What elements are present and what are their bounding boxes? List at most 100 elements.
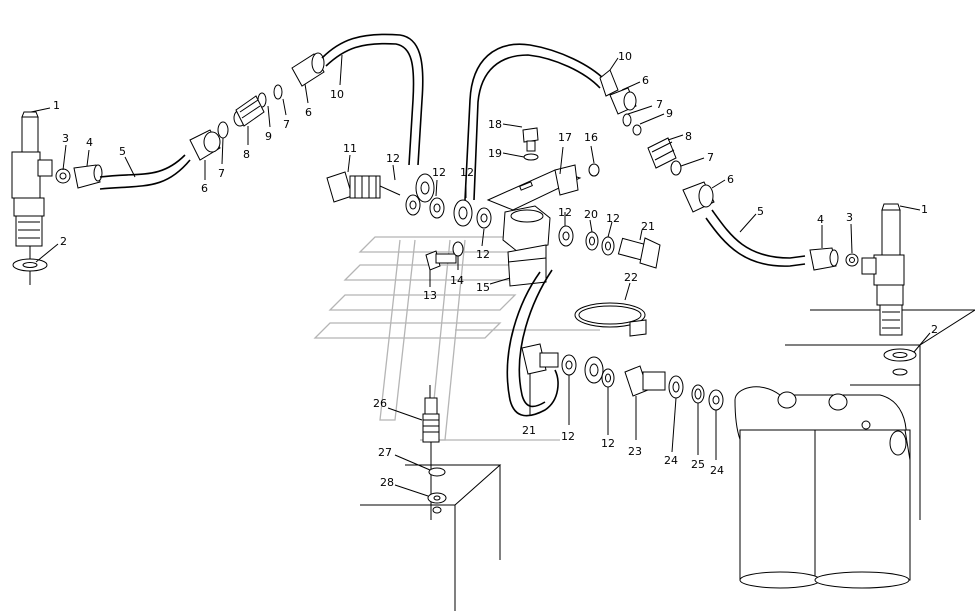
callout-6-right-b: 6 — [727, 173, 734, 186]
callout-11: 11 — [343, 142, 357, 155]
callout-14: 14 — [450, 274, 464, 287]
callout-2-left: 2 — [60, 235, 67, 248]
callout-5-right: 5 — [757, 205, 764, 218]
clamp-22 — [574, 302, 647, 337]
washer-12-right-b — [601, 236, 615, 256]
callout-9-right: 9 — [666, 107, 673, 120]
twin-fuel-filter — [734, 386, 911, 589]
washer-12-bottom-b — [601, 368, 615, 388]
right-union-nut-b — [682, 181, 715, 213]
washer-12-left-b — [429, 197, 445, 219]
callout-21-top: 21 — [641, 220, 655, 233]
callout-24-a: 24 — [664, 454, 678, 467]
callout-12-d: 12 — [476, 248, 490, 261]
callout-28: 28 — [380, 476, 394, 489]
callout-6-right-a: 6 — [642, 74, 649, 87]
callout-12-g: 12 — [561, 430, 575, 443]
washer-24-b — [708, 389, 724, 411]
callouts: 1 2 3 4 5 6 7 8 9 7 6 10 11 12 12 12 13 — [30, 50, 938, 497]
left-injector — [11, 111, 53, 285]
callout-22: 22 — [624, 271, 638, 284]
callout-12-h: 12 — [601, 437, 615, 450]
callout-7-left-b: 7 — [283, 118, 290, 131]
callout-1-right: 1 — [921, 203, 928, 216]
callout-24-b: 24 — [710, 464, 724, 477]
callout-3-right: 3 — [846, 211, 853, 224]
callout-18: 18 — [488, 118, 502, 131]
spacer-25 — [691, 384, 705, 404]
callout-16: 16 — [584, 131, 598, 144]
right-small-washers-a — [622, 113, 642, 136]
right-nut — [809, 247, 839, 271]
adapter-23 — [624, 365, 666, 397]
left-short-pipe — [99, 154, 191, 190]
left-washer — [12, 258, 48, 272]
left-nut — [73, 164, 103, 189]
callout-25: 25 — [691, 458, 705, 471]
callout-9-left: 9 — [265, 130, 272, 143]
callout-12-c: 12 — [460, 166, 474, 179]
washer-24-a — [668, 375, 684, 399]
callout-12-e: 12 — [558, 206, 572, 219]
callout-10-right: 10 — [618, 50, 632, 63]
callout-23: 23 — [628, 445, 642, 458]
fuel-hose — [506, 269, 559, 417]
left-upper-nut — [291, 52, 325, 87]
bolt-13 — [425, 250, 457, 271]
right-union-nut-a — [609, 87, 637, 115]
callout-12-a: 12 — [386, 152, 400, 165]
callout-6-left: 6 — [201, 182, 208, 195]
callout-12-b: 12 — [432, 166, 446, 179]
washer-19 — [523, 153, 539, 161]
callout-21-bottom: 21 — [522, 424, 536, 437]
engine-block-bottom — [360, 464, 502, 611]
left-long-pipe — [321, 33, 424, 166]
left-union-nut — [189, 129, 221, 161]
banjo-bolt-21-top — [617, 237, 661, 269]
callout-4-left: 4 — [86, 136, 93, 149]
filter-head-15 — [502, 205, 551, 287]
callout-13: 13 — [423, 289, 437, 302]
callout-8-right: 8 — [685, 130, 692, 143]
right-nipple — [845, 253, 859, 267]
callout-19: 19 — [488, 147, 502, 160]
callout-1-left: 1 — [53, 99, 60, 112]
right-upper-pipe-end — [599, 69, 619, 97]
left-nipple — [55, 168, 71, 184]
callout-7-left: 7 — [218, 167, 225, 180]
washer-12-right-a — [558, 225, 574, 247]
banjo-fitting-middle — [453, 199, 473, 227]
banjo-fitting-left — [415, 173, 435, 203]
callout-27: 27 — [378, 446, 392, 459]
banjo-fitting-bottom — [584, 356, 604, 384]
washer-28 — [427, 492, 447, 514]
middle-long-pipe — [464, 43, 606, 201]
callout-17: 17 — [558, 131, 572, 144]
callout-26: 26 — [373, 397, 387, 410]
right-injector — [861, 203, 905, 336]
right-check-valve — [647, 137, 682, 176]
callout-15: 15 — [476, 281, 490, 294]
callout-8-left: 8 — [243, 148, 250, 161]
callout-7-right-a: 7 — [656, 98, 663, 111]
bracket-17 — [486, 164, 582, 211]
sensor-26 — [422, 385, 440, 520]
banjo-bolt-11 — [326, 171, 401, 203]
callout-12-f-top: 12 — [606, 212, 620, 225]
callout-10-left: 10 — [330, 88, 344, 101]
washer-12-middle — [476, 207, 492, 229]
right-short-pipe — [705, 209, 806, 267]
left-check-valve — [235, 95, 265, 127]
banjo-bolt-21-bottom — [521, 343, 559, 375]
callout-7-right-b: 7 — [707, 151, 714, 164]
right-washer — [883, 348, 917, 376]
washer-14 — [452, 241, 464, 257]
fitting-20 — [585, 231, 599, 251]
callout-6-left-b: 6 — [305, 106, 312, 119]
callout-4-right: 4 — [817, 213, 824, 226]
washer-12-left-a — [405, 194, 421, 216]
plug-18 — [522, 127, 539, 152]
callout-20: 20 — [584, 208, 598, 221]
washer-16 — [588, 163, 600, 177]
